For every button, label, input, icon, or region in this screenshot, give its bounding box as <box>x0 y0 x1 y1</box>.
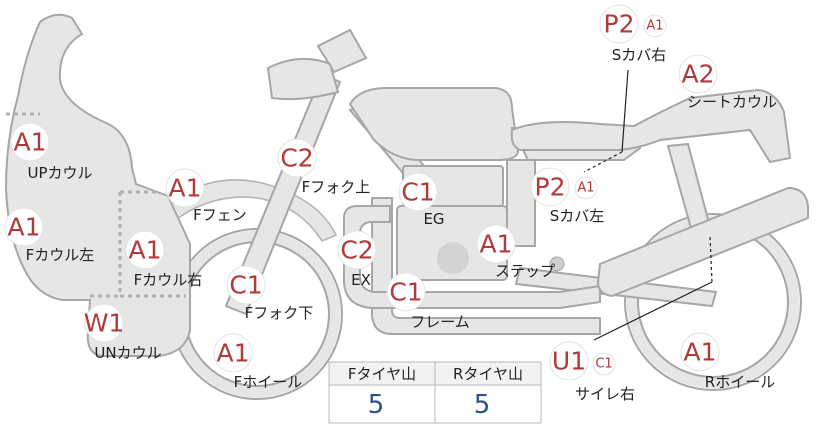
tire-header-rear: Rタイヤ山 <box>453 365 523 383</box>
rank-badge: C2 <box>280 144 313 173</box>
frame-down-tube-shape <box>371 197 601 335</box>
callout-silencer-right: U1 C1 サイレ右 <box>549 341 635 403</box>
rank-badge-bg <box>10 122 50 162</box>
rank-badge-bg <box>680 332 720 372</box>
rank-badge: C2 <box>340 236 373 265</box>
rank-badge-bg <box>277 138 317 178</box>
part-label: ステップ <box>495 262 555 280</box>
sub-rank-badge: C1 <box>595 357 612 372</box>
part-label: UNカウル <box>94 344 161 362</box>
part-label: シートカウル <box>687 93 777 111</box>
tire-value-front: 5 <box>368 390 385 420</box>
part-label: EX <box>351 271 371 289</box>
handlebar-shape <box>266 57 340 101</box>
part-label: EG <box>423 210 444 228</box>
rank-badge-bg <box>599 4 639 44</box>
rank-badge: A1 <box>128 236 161 265</box>
rank-badge: A1 <box>13 128 46 157</box>
rank-badge: A1 <box>168 174 201 203</box>
rank-badge-bg <box>678 54 718 94</box>
rank-badge: A1 <box>216 339 249 368</box>
part-label: サイレ右 <box>575 385 635 403</box>
rank-badge: W1 <box>84 309 125 338</box>
rank-badge: A1 <box>7 213 40 242</box>
part-label: Sカバ右 <box>612 46 667 64</box>
exhaust-pipe-shape <box>343 205 601 309</box>
rank-badge: U1 <box>552 347 586 376</box>
cowling-shape <box>4 13 191 357</box>
callout-step: A1 ステップ <box>476 224 555 280</box>
rank-badge: P2 <box>535 173 566 202</box>
tire-value-rear: 5 <box>474 390 491 420</box>
part-label: フレーム <box>410 313 470 331</box>
silencer-shape <box>596 186 809 298</box>
seat-shape <box>510 88 792 164</box>
rank-badge: C1 <box>229 271 262 300</box>
rank-badge-bg <box>84 303 124 343</box>
rank-badge: P2 <box>604 10 635 39</box>
rank-badge-bg <box>386 272 426 312</box>
rank-badge-bg <box>213 333 253 373</box>
rank-badge: A1 <box>479 230 512 259</box>
motorcycle-illustration <box>4 13 809 400</box>
leader-lines <box>583 69 713 341</box>
sub-rank-badge-bg <box>574 176 598 200</box>
callout-seat-cowl: A2 シートカウル <box>678 54 777 111</box>
rank-badge-bg <box>476 224 516 264</box>
sub-rank-badge: A1 <box>577 181 594 196</box>
rank-badge: C1 <box>389 278 422 307</box>
rank-badge-bg <box>398 172 438 212</box>
sub-rank-badge-bg <box>592 352 616 376</box>
part-label: Fホイール <box>234 373 303 391</box>
fuel-tank-shape <box>348 87 520 161</box>
sub-rank-badge: A1 <box>646 19 663 34</box>
part-label: Fフォク下 <box>245 304 314 322</box>
rank-badge: A1 <box>683 338 716 367</box>
rank-badge-bg <box>125 230 165 270</box>
rank-badge-bg <box>549 341 589 381</box>
rank-badge: A2 <box>681 60 714 89</box>
rank-badge-bg <box>226 265 266 305</box>
rank-badge-bg <box>165 168 205 208</box>
tire-tread-table: Fタイヤ山 Rタイヤ山 5 5 <box>328 361 542 424</box>
cowling-seam-upper <box>6 112 160 194</box>
part-label: Fフェン <box>193 206 247 224</box>
sub-rank-badge-bg <box>643 14 667 38</box>
tire-header-front: Fタイヤ山 <box>348 365 416 383</box>
rank-badge-bg <box>337 230 377 270</box>
callout-frame: C1 フレーム <box>386 272 470 331</box>
cowling-seam-lower <box>90 192 186 298</box>
part-label: Fカウル左 <box>26 246 95 264</box>
part-label: UPカウル <box>27 164 92 182</box>
part-label: Fフォク上 <box>302 178 371 196</box>
rank-badge-bg <box>4 207 44 247</box>
engine-shape <box>396 159 565 281</box>
rank-badge-bg <box>530 167 570 207</box>
part-label: Sカバ左 <box>550 207 605 225</box>
part-label: Rホイール <box>705 373 775 391</box>
part-label: Fカウル右 <box>134 271 203 289</box>
rank-badge: C1 <box>401 178 434 207</box>
